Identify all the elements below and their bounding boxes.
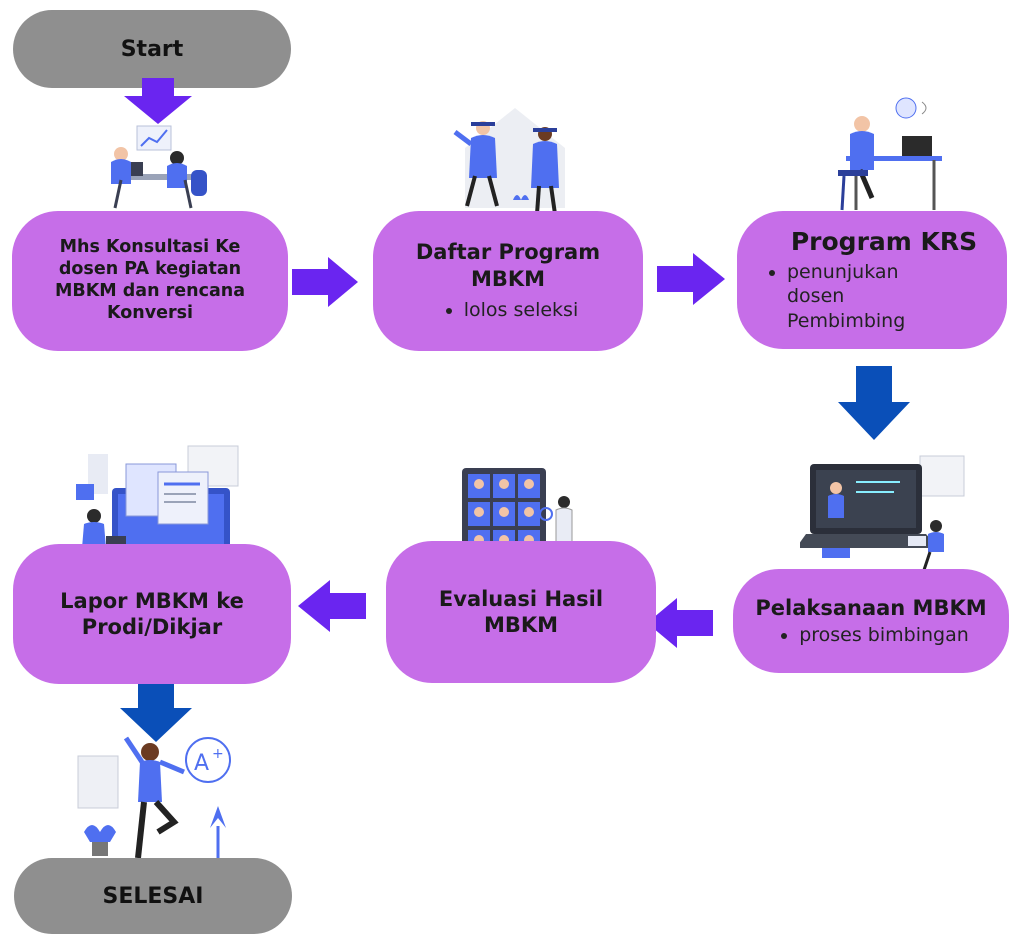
step-konsultasi: Mhs Konsultasi Ke dosen PA kegiatan MBKM… [12,211,288,351]
step-pelaksanaan-bullet: proses bimbingan [799,623,969,648]
report-documents-illustration-icon [74,445,240,558]
arrow-left-2 [298,580,366,632]
end-terminal: SELESAI [14,858,292,934]
step-evaluasi: Evaluasi Hasil MBKM [386,541,656,683]
grade-a-plus-illustration-icon: A + [77,736,231,862]
graduation-illustration-icon [453,108,565,215]
online-class-illustration-icon [800,455,965,571]
step-daftar-program-title: Daftar Program MBKM [415,240,601,291]
step-lapor: Lapor MBKM ke Prodi/Dikjar [13,544,291,684]
consultation-illustration-icon [111,125,207,209]
step-pelaksanaan-title: Pelaksanaan MBKM [755,595,987,620]
svg-text:A: A [194,751,209,776]
step-program-krs-title: Program KRS [790,227,978,257]
step-program-krs-bullets: penunjukan dosen Pembimbing [761,260,947,334]
arrow-right-2 [657,253,725,305]
start-terminal: Start [13,10,291,88]
arrow-down-start [124,78,192,124]
step-program-krs: Program KRS penunjukan dosen Pembimbing [737,211,1007,349]
arrow-down-lapor [120,684,192,742]
arrow-down-krs [838,366,910,440]
arrow-right-1 [292,257,358,307]
step-lapor-title: Lapor MBKM ke Prodi/Dikjar [60,588,244,639]
step-evaluasi-title: Evaluasi Hasil MBKM [438,586,604,637]
laptop-work-illustration-icon [838,97,942,211]
start-label: Start [120,36,184,62]
end-label: SELESAI [102,883,204,909]
step-konsultasi-title: Mhs Konsultasi Ke dosen PA kegiatan MBKM… [54,237,246,323]
arrow-left-1 [647,598,713,648]
step-pelaksanaan: Pelaksanaan MBKM proses bimbingan [733,569,1009,673]
step-daftar-program: Daftar Program MBKM lolos seleksi [373,211,643,351]
step-daftar-program-bullet: lolos seleksi [464,298,578,323]
svg-text:+: + [212,746,224,762]
step-daftar-program-bullets: lolos seleksi [438,298,578,323]
step-program-krs-bullet: penunjukan dosen Pembimbing [787,260,947,334]
step-pelaksanaan-bullets: proses bimbingan [773,623,969,648]
